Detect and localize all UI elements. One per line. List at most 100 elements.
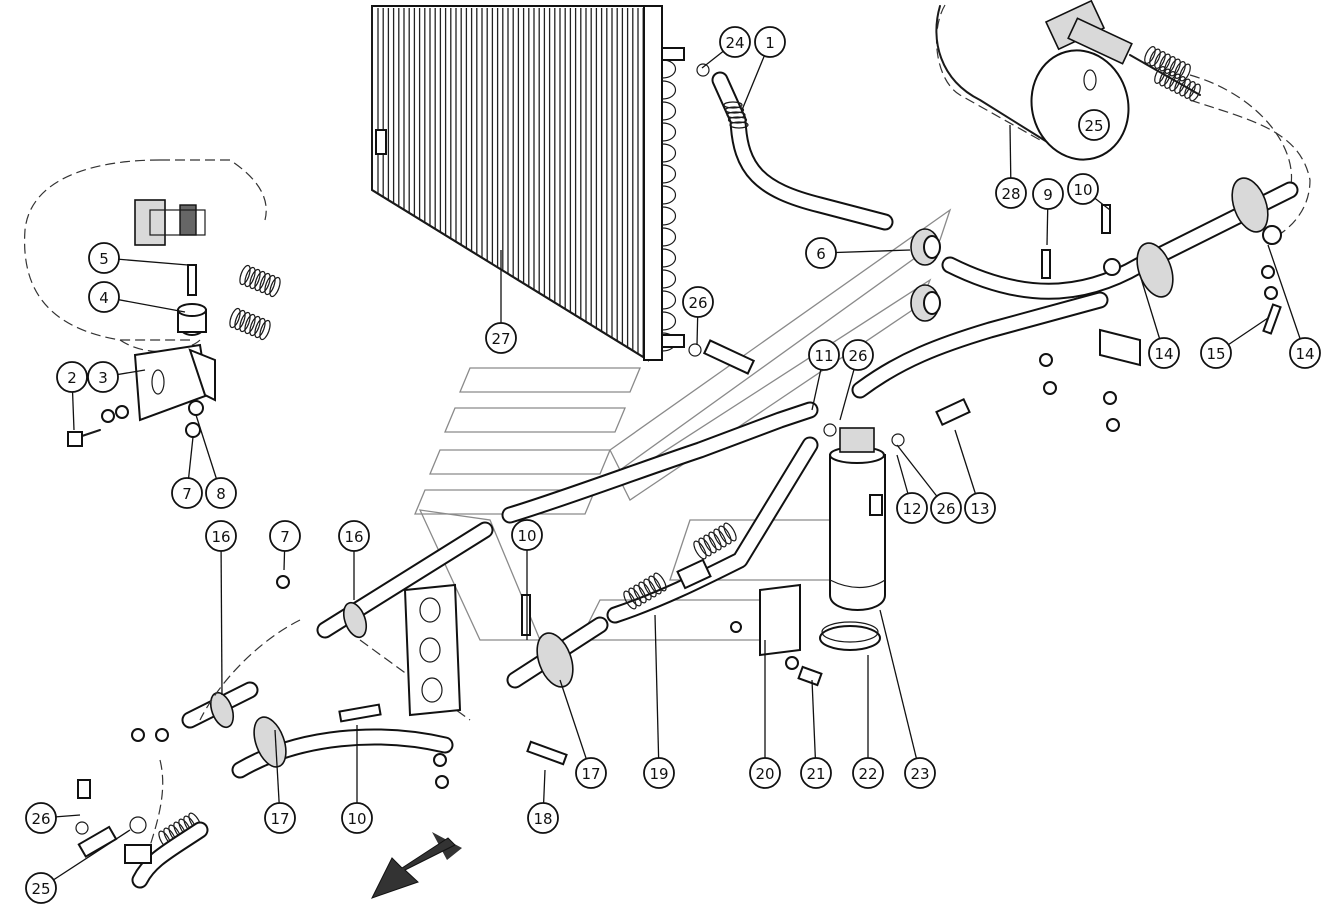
callout-number: 16 (344, 528, 363, 546)
callout-number: 26 (688, 294, 707, 312)
callout-circle (754, 26, 786, 58)
callout-circle (995, 177, 1027, 209)
callout-number: 6 (816, 245, 826, 263)
callout-19: 19 (643, 757, 675, 789)
callout-circle (269, 520, 301, 552)
callout-circle (805, 237, 837, 269)
callout-number: 22 (858, 765, 877, 783)
callout-circle (1032, 178, 1064, 210)
left-compressor-outline (24, 159, 281, 353)
callout-10: 10 (1067, 173, 1099, 205)
callout-3: 3 (87, 361, 119, 393)
callout-17: 17 (575, 757, 607, 789)
callout-circle (511, 519, 543, 551)
callout-27: 27 (485, 322, 517, 354)
callout-number: 9 (1043, 186, 1053, 204)
hose-1 (696, 63, 894, 231)
callout-circle (205, 477, 237, 509)
callout-26: 26 (682, 286, 714, 318)
callout-number: 18 (533, 810, 552, 828)
receiver-drier (730, 397, 971, 687)
callout-number: 21 (806, 765, 825, 783)
callout-circle (1067, 173, 1099, 205)
condenser (371, 5, 685, 362)
callout-10: 10 (341, 802, 373, 834)
callout-circle (904, 757, 936, 789)
callout-number: 7 (182, 485, 192, 503)
callout-circle (527, 802, 559, 834)
callout-circle (87, 361, 119, 393)
callout-number: 12 (902, 500, 921, 518)
callout-14: 14 (1289, 337, 1321, 369)
callout-16: 16 (205, 520, 237, 552)
callout-circle (205, 520, 237, 552)
callout-circle (852, 757, 884, 789)
callout-number: 5 (99, 250, 109, 268)
callout-20: 20 (749, 757, 781, 789)
callout-number: 14 (1154, 345, 1173, 363)
callout-circle (643, 757, 675, 789)
callout-circle (56, 361, 88, 393)
callout-12: 12 (896, 492, 928, 524)
callout-10: 10 (511, 519, 543, 551)
callout-number: 2 (67, 369, 77, 387)
callout-26: 26 (25, 802, 57, 834)
callout-circle (171, 477, 203, 509)
callout-circle (88, 281, 120, 313)
callout-circle (338, 520, 370, 552)
callout-circle (1289, 337, 1321, 369)
callout-number: 13 (970, 500, 989, 518)
leader-line (220, 535, 223, 696)
callout-26: 26 (930, 492, 962, 524)
suction-hose (941, 177, 1299, 432)
callout-number: 20 (755, 765, 774, 783)
callout-14: 14 (1148, 337, 1180, 369)
callout-circle (682, 286, 714, 318)
callout-13: 13 (964, 492, 996, 524)
callout-4: 4 (88, 281, 120, 313)
callout-circle (808, 339, 840, 371)
callout-circle (930, 492, 962, 524)
callout-25: 25 (25, 872, 57, 904)
callout-circle (800, 757, 832, 789)
discharge-hoses (131, 401, 819, 881)
callout-number: 28 (1001, 185, 1020, 203)
callout-number: 26 (936, 500, 955, 518)
callout-number: 7 (280, 528, 290, 546)
callout-circle (749, 757, 781, 789)
callout-7: 7 (171, 477, 203, 509)
callout-number: 25 (31, 880, 50, 898)
callout-number: 26 (31, 810, 50, 828)
callout-number: 10 (517, 527, 536, 545)
callout-number: 17 (270, 810, 289, 828)
callout-24: 24 (719, 26, 751, 58)
callout-17: 17 (264, 802, 296, 834)
mid-bracket (403, 583, 462, 717)
callout-8: 8 (205, 477, 237, 509)
callout-number: 3 (98, 369, 108, 387)
bracket-assembly (67, 264, 216, 447)
callout-circle (341, 802, 373, 834)
callout-number: 1 (765, 34, 775, 52)
callout-15: 15 (1200, 337, 1232, 369)
callout-28: 28 (995, 177, 1027, 209)
callout-5: 5 (88, 242, 120, 274)
callout-21: 21 (800, 757, 832, 789)
callout-number: 10 (1073, 181, 1092, 199)
callout-circle (485, 322, 517, 354)
callout-number: 8 (216, 485, 226, 503)
callout-18: 18 (527, 802, 559, 834)
callout-circle (25, 802, 57, 834)
callout-11: 11 (808, 339, 840, 371)
callout-circle (719, 26, 751, 58)
leader-line (1267, 244, 1306, 354)
callout-number: 11 (814, 347, 833, 365)
grommets (910, 228, 941, 322)
leader-line (559, 679, 592, 774)
callout-number: 17 (581, 765, 600, 783)
callout-7: 7 (269, 520, 301, 552)
callout-9: 9 (1032, 178, 1064, 210)
